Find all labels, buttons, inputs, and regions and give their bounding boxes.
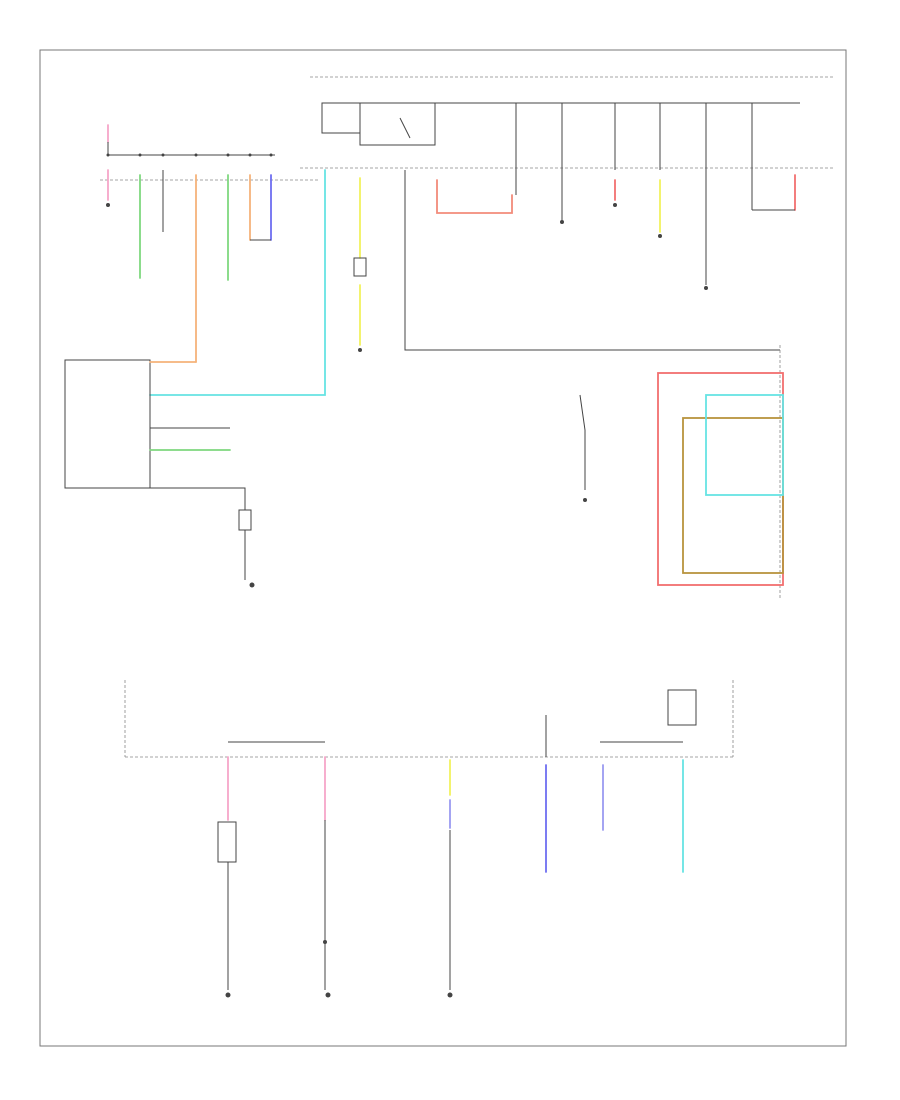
node-325 — [323, 940, 327, 944]
node-660 — [658, 234, 662, 238]
bus-node-2 — [138, 153, 142, 157]
node-360 — [358, 348, 362, 352]
bus-node-7 — [269, 153, 273, 157]
ground-node-450 — [447, 992, 453, 998]
relay-box-2 — [359, 102, 436, 146]
relay-box-1 — [321, 102, 361, 134]
relay-switch — [399, 117, 411, 139]
bus-node-6 — [248, 153, 252, 157]
cyan-long-wire — [149, 169, 326, 396]
node-562 — [560, 220, 564, 224]
bus-node-5 — [226, 153, 230, 157]
pink-drop-node — [106, 203, 110, 207]
resistor-360 — [353, 257, 367, 277]
component-228 — [217, 821, 237, 863]
resistor-245 — [238, 509, 252, 531]
diagram-frame — [39, 49, 847, 1047]
ground-wire-585 — [579, 394, 586, 490]
node-706 — [704, 286, 708, 290]
node-615 — [613, 203, 617, 207]
salmon-loop — [436, 179, 513, 214]
bus-node-3 — [161, 153, 165, 157]
bottom-relay-box — [667, 689, 697, 726]
ground-node-228 — [225, 992, 231, 998]
ground-node-245 — [249, 582, 255, 588]
red-loop — [657, 372, 784, 586]
switch-assembly — [64, 359, 151, 489]
black-wire-to-connector — [404, 170, 780, 351]
switch-ground-wire — [150, 487, 246, 510]
ground-node-585 — [583, 498, 587, 502]
bus-node-4 — [194, 153, 198, 157]
ground-node-325 — [325, 992, 331, 998]
cyan-loop — [705, 394, 784, 496]
